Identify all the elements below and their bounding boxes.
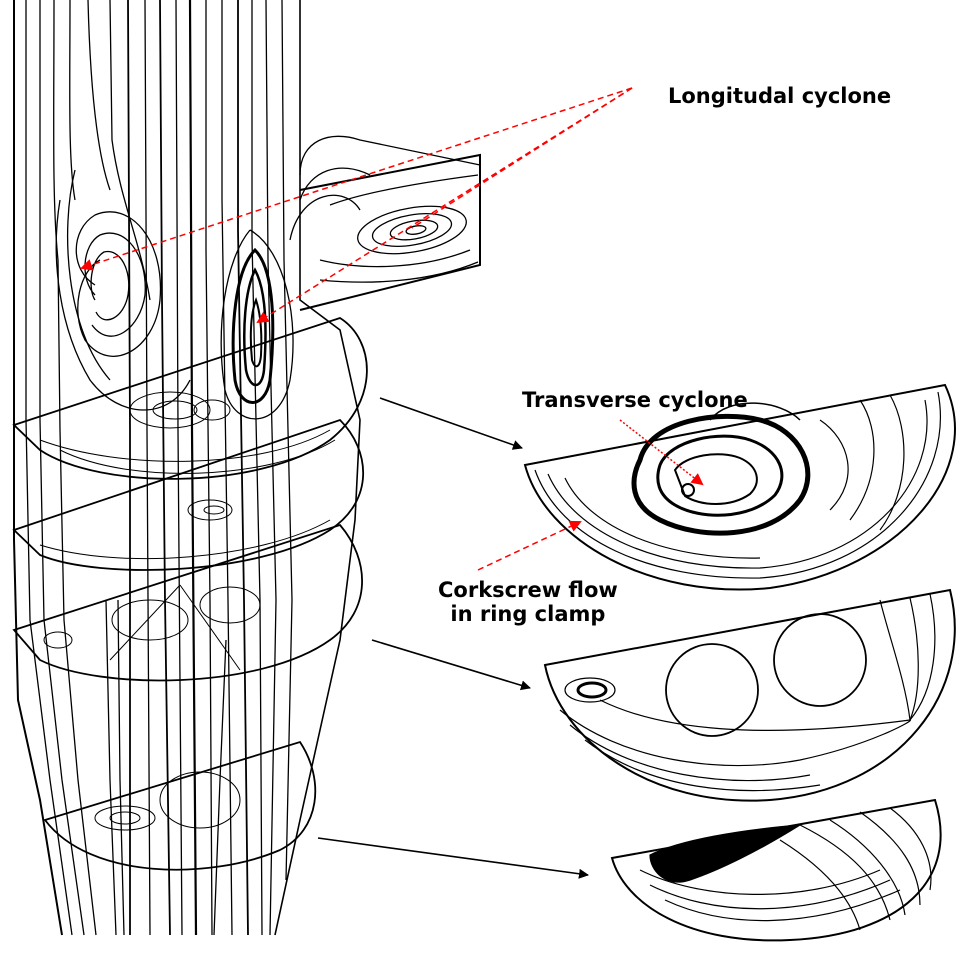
detail-section-transverse	[525, 385, 955, 590]
label-corkscrew-line2: in ring clamp	[438, 602, 618, 626]
arrow-to-section-1	[380, 398, 522, 448]
annotation-lines	[82, 88, 702, 570]
pointer-arrows	[318, 398, 588, 875]
pointer-corkscrew	[478, 522, 580, 570]
arrow-to-section-3	[318, 838, 588, 875]
label-corkscrew-line1: Corkscrew flow	[438, 578, 618, 602]
label-corkscrew-flow: Corkscrew flow in ring clamp	[432, 576, 624, 630]
pointer-transverse	[620, 420, 702, 484]
side-branch	[300, 155, 480, 310]
section-planes	[14, 318, 367, 870]
label-longitudinal-cyclone: Longitudal cyclone	[668, 84, 891, 108]
detail-section-lower	[612, 800, 941, 940]
label-transverse-cyclone: Transverse cyclone	[522, 388, 748, 412]
pointer-longitudinal-center	[258, 88, 632, 322]
arrow-to-section-2	[372, 640, 530, 688]
main-duct	[14, 0, 480, 935]
